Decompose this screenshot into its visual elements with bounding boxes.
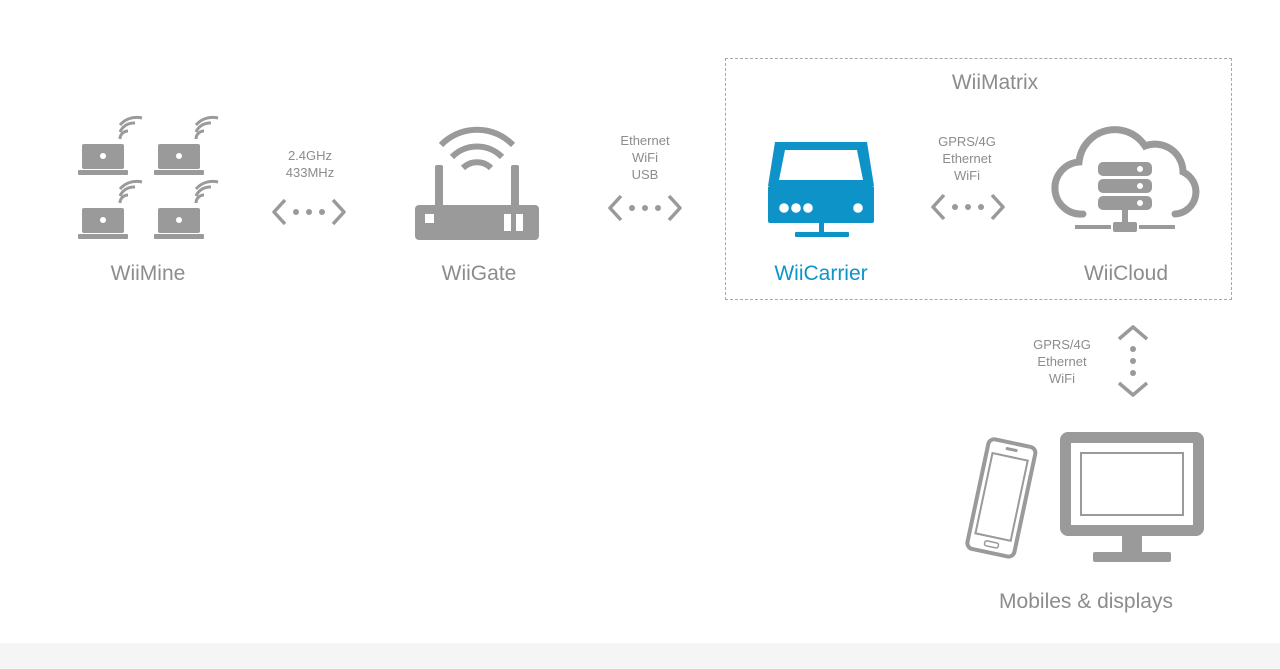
laptops-wifi-icon bbox=[76, 115, 220, 241]
link-line: WiFi bbox=[954, 168, 980, 183]
wiicarrier-label: WiiCarrier bbox=[774, 262, 868, 285]
link-line: Ethernet bbox=[1037, 354, 1087, 369]
wiimine-label: WiiMine bbox=[110, 262, 186, 285]
wiimatrix-title: WiiMatrix bbox=[951, 71, 1039, 94]
link-wiicarrier-wiicloud-label: GPRS/4G Ethernet WiFi bbox=[917, 133, 1017, 184]
link-line: USB bbox=[631, 167, 659, 182]
phone-monitor-icon bbox=[965, 432, 1204, 562]
link-wiicloud-mobiles-label: GPRS/4G Ethernet WiFi bbox=[1012, 336, 1112, 387]
link-line: GPRS/4G bbox=[938, 134, 996, 149]
mobiles-label: Mobiles & displays bbox=[999, 590, 1173, 613]
wiigate-label: WiiGate bbox=[441, 262, 517, 285]
router-icon bbox=[415, 126, 539, 240]
wiicloud-label: WiiCloud bbox=[1083, 262, 1169, 285]
link-line: 433MHz bbox=[285, 165, 335, 180]
link-wiimine-wiigate-label: 2.4GHz 433MHz bbox=[260, 147, 360, 181]
cloud-server-icon bbox=[1051, 126, 1200, 232]
vertical-double-arrow-icon bbox=[1117, 325, 1149, 397]
double-arrow-icon bbox=[272, 198, 346, 226]
wiimatrix-group-box bbox=[725, 58, 1232, 300]
link-line: 2.4GHz bbox=[287, 148, 333, 163]
link-line: Ethernet bbox=[942, 151, 992, 166]
gateway-device-icon bbox=[768, 142, 874, 237]
double-arrow-icon bbox=[931, 193, 1005, 221]
footer-band bbox=[0, 643, 1280, 669]
link-wiigate-wiicarrier-label: Ethernet WiFi USB bbox=[595, 132, 695, 183]
link-line: GPRS/4G bbox=[1033, 337, 1091, 352]
link-line: WiFi bbox=[632, 150, 658, 165]
double-arrow-icon bbox=[608, 194, 682, 222]
link-line: Ethernet bbox=[620, 133, 670, 148]
link-line: WiFi bbox=[1049, 371, 1075, 386]
